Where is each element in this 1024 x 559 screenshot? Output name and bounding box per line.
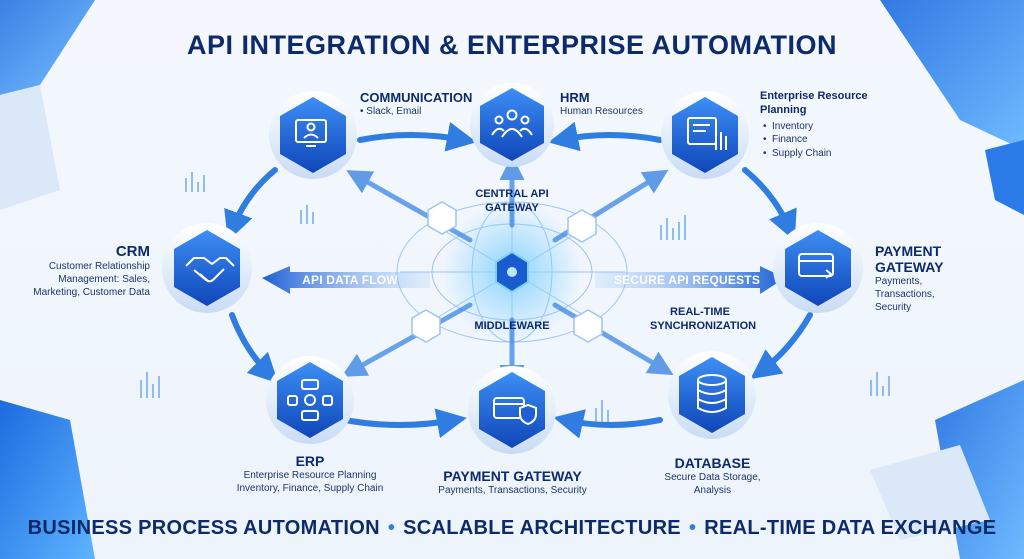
footer-separator: • <box>688 517 697 539</box>
credit-card-shield-icon <box>493 397 537 426</box>
hub-small-hex-icons <box>411 201 603 343</box>
node-enterprise-resource-planning[interactable] <box>661 91 749 179</box>
hrm-sub: Human Resources <box>560 106 643 117</box>
secure-api-requests-label: SECURE API REQUESTS <box>613 273 761 287</box>
communication-heading: COMMUNICATION <box>360 90 473 105</box>
real-time-sync-label: REAL-TIME SYNCHRONIZATION <box>650 306 757 332</box>
crm-label: CRM Customer Relationship Management: Sa… <box>22 243 150 299</box>
footer-taglines: BUSINESS PROCESS AUTOMATION • SCALABLE ARC… <box>0 517 1024 540</box>
database-sub: Secure Data Storage, Analysis <box>664 472 761 496</box>
api-data-flow-band <box>262 266 430 294</box>
crm-sub: Customer Relationship Management: Sales,… <box>33 261 150 298</box>
corner-decor-bottom-left <box>0 400 95 559</box>
corner-decor-top-right <box>880 0 1024 215</box>
communication-label: COMMUNICATION • Slack, Email <box>360 90 490 118</box>
node-hrm[interactable] <box>470 83 554 167</box>
hrm-label: HRM Human Resources <box>560 90 670 118</box>
hrm-heading: HRM <box>560 90 590 105</box>
erp-top-item: Supply Chain <box>763 147 890 161</box>
central-api-gateway-label: CENTRAL API GATEWAY <box>475 188 549 214</box>
node-communication[interactable] <box>269 91 357 179</box>
payment-right-heading: PAYMENT GATEWAY <box>875 243 944 276</box>
communication-sub: • Slack, Email <box>360 106 422 117</box>
payment-bottom-label: PAYMENT GATEWAY Payments, Transactions, … <box>425 468 600 497</box>
footer-separator: • <box>387 517 396 539</box>
node-payment-gateway-bottom[interactable] <box>468 366 556 454</box>
erp-top-list: Inventory Finance Supply Chain <box>760 120 890 161</box>
crm-heading: CRM <box>115 243 150 260</box>
erp-top-item: Inventory <box>763 120 890 134</box>
ring-arrows <box>224 121 813 439</box>
central-hub-icon <box>495 250 529 294</box>
database-icon <box>697 374 727 413</box>
database-label: DATABASE Secure Data Storage, Analysis <box>650 455 775 497</box>
footer-item: SCALABLE ARCHITECTURE <box>403 517 681 539</box>
secure-api-requests-band <box>595 266 785 294</box>
erp-bottom-sub1: Enterprise Resource Planning <box>243 470 377 481</box>
node-erp[interactable] <box>266 356 354 444</box>
corner-decor-top-left <box>0 0 95 210</box>
erp-bottom-label: ERP Enterprise Resource Planning Invento… <box>220 453 400 495</box>
payment-right-sub: Payments, Transactions, Security <box>875 276 935 314</box>
bar-decor <box>140 172 890 422</box>
node-payment-gateway-right[interactable] <box>773 223 863 313</box>
page-title: API INTEGRATION & ENTERPRISE AUTOMATION <box>186 30 838 60</box>
erp-bottom-heading: ERP <box>295 453 325 469</box>
payment-right-label: PAYMENT GATEWAY Payments, Transactions, … <box>875 243 995 314</box>
database-heading: DATABASE <box>674 455 751 471</box>
erp-top-heading: Enterprise Resource Planning <box>760 90 868 117</box>
node-crm[interactable] <box>162 223 252 313</box>
node-database[interactable] <box>668 351 756 439</box>
corner-decor-bottom-right <box>870 380 1024 559</box>
footer-item: BUSINESS PROCESS AUTOMATION <box>27 517 380 539</box>
api-data-flow-label: API DATA FLOW <box>302 273 398 287</box>
erp-bottom-sub2: Inventory, Finance, Supply Chain <box>236 483 384 494</box>
handshake-icon <box>185 257 235 283</box>
payment-bottom-heading: PAYMENT GATEWAY <box>443 468 582 484</box>
erp-top-item: Finance <box>763 133 890 147</box>
report-chart-icon <box>687 117 727 150</box>
erp-top-label: Enterprise Resource Planning Inventory F… <box>760 89 890 160</box>
team-icon <box>491 109 533 138</box>
credit-card-icon <box>798 253 834 279</box>
payment-bottom-sub: Payments, Transactions, Security <box>438 485 587 496</box>
person-screen-icon <box>295 119 327 147</box>
middleware-label: MIDDLEWARE <box>474 320 550 332</box>
footer-item: REAL-TIME DATA EXCHANGE <box>704 517 997 539</box>
process-network-icon <box>287 379 333 421</box>
